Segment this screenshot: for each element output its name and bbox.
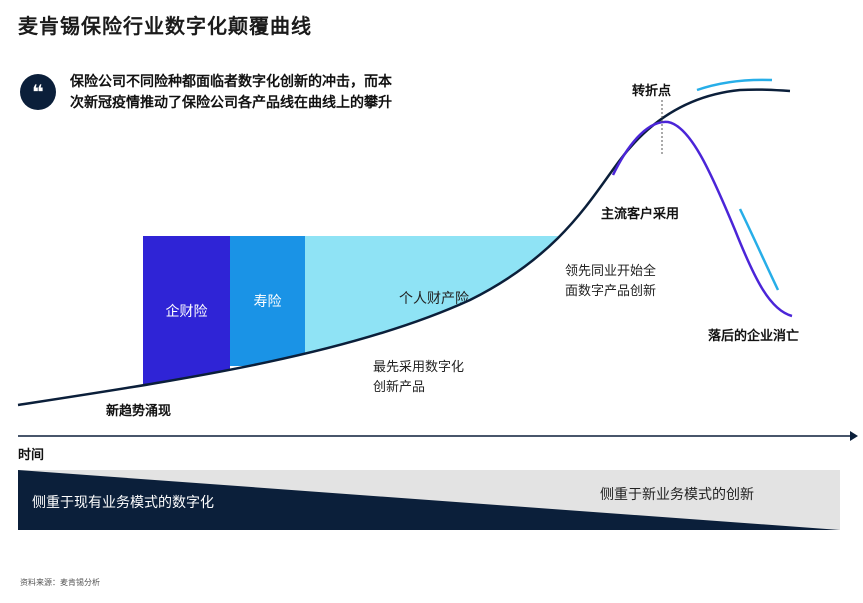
label-leading-line-2: 面数字产品创新 [565,284,657,299]
quote-text: 保险公司不同险种都面临者数字化创新的冲击，而本 次新冠疫情推动了保险公司各产品线… [70,72,500,114]
band-life: 寿险 [230,236,305,366]
bottom-left-label: 侧重于现有业务模式的数字化 [32,495,214,511]
band-label-life: 寿险 [253,294,282,310]
quote-line-1: 保险公司不同险种都面临者数字化创新的冲击，而本 [70,74,392,90]
main-curve [17,88,791,407]
cyan-accent-side [738,208,780,291]
bottom-navy-wedge [18,470,840,530]
label-leading-line-1: 领先同业开始全 [565,264,657,279]
band-label-personal-property: 个人财产险 [399,291,469,307]
time-axis-arrow-icon [850,431,858,441]
page-title: 麦肯锡保险行业数字化颠覆曲线 [18,14,312,38]
label-first-adopt-line-2: 创新产品 [373,380,426,395]
label-mainstream: 主流客户采用 [601,207,680,222]
label-new-trend: 新趋势涌现 [106,404,172,419]
bottom-right-label: 侧重于新业务模式的创新 [600,487,754,503]
label-first-adopt: 最先采用数字化 创新产品 [373,358,464,398]
band-enterprise-property: 企财险 [143,236,230,386]
label-first-adopt-line-1: 最先采用数字化 [373,360,465,375]
label-turning-point: 转折点 [632,84,672,99]
label-leading: 领先同业开始全 面数字产品创新 [565,262,656,302]
curve-mask [18,110,680,420]
label-laggards: 落后的企业消亡 [708,329,800,344]
label-time-axis: 时间 [18,448,45,463]
purple-decline-curve [611,120,793,318]
source-note: 资料来源：麦肯锡分析 [20,578,100,587]
quote-line-2: 次新冠疫情推动了保险公司各产品线在曲线上的攀升 [70,95,392,111]
quote-icon: ❝ [20,74,56,110]
cyan-accent-top [696,78,773,92]
band-label-enterprise-property: 企财险 [165,304,208,320]
